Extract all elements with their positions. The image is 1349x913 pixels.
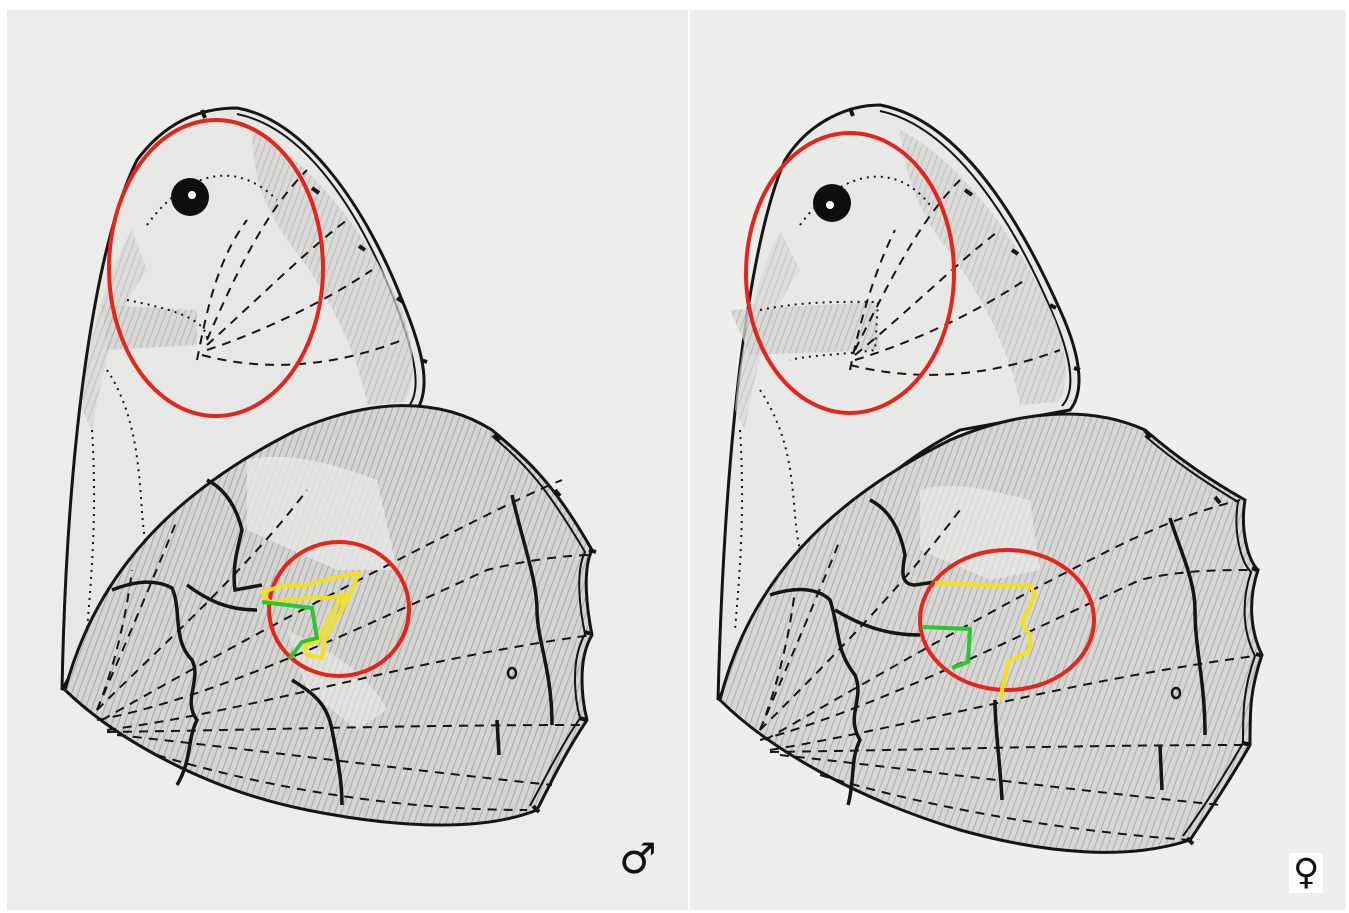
female-wing-drawing bbox=[690, 10, 1346, 910]
female-symbol: ♀ bbox=[1289, 853, 1323, 893]
male-symbol: ♂ bbox=[619, 838, 657, 880]
female-wing-panel: ♀ bbox=[690, 10, 1346, 910]
male-wing-drawing bbox=[7, 10, 688, 910]
male-wing-panel: ♂ bbox=[7, 10, 688, 910]
